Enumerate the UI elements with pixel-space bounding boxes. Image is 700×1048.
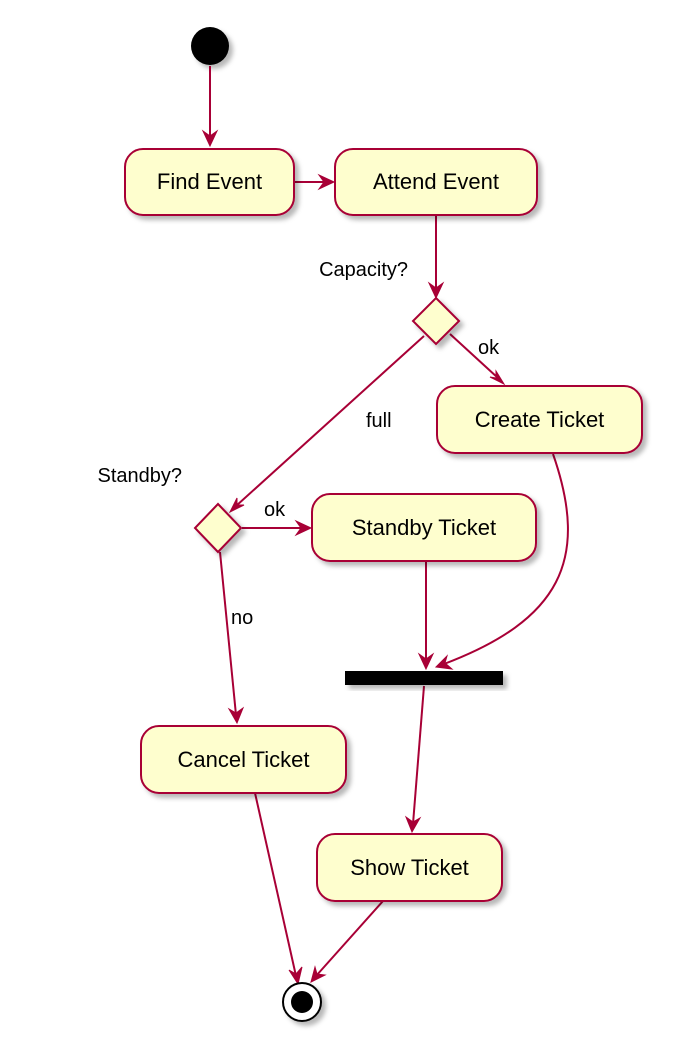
- capacity-ok-label: ok: [478, 337, 500, 359]
- standby-question: Standby?: [97, 465, 182, 487]
- standby-ok-label: ok: [264, 499, 286, 521]
- join-bar: [345, 671, 503, 685]
- standby-decision: [193, 502, 243, 554]
- end-node: [282, 982, 322, 1022]
- show-ticket-action: Show Ticket: [316, 833, 503, 902]
- standby-ticket-label: Standby Ticket: [352, 515, 496, 540]
- standby-ticket-action: Standby Ticket: [311, 493, 537, 562]
- attend-event-label: Attend Event: [373, 169, 499, 194]
- start-node: [191, 27, 229, 65]
- find-event-action: Find Event: [124, 148, 295, 216]
- show-ticket-label: Show Ticket: [350, 855, 469, 880]
- attend-event-action: Attend Event: [334, 148, 538, 216]
- create-ticket-action: Create Ticket: [436, 385, 643, 454]
- find-event-label: Find Event: [157, 169, 262, 194]
- standby-no-label: no: [231, 607, 253, 629]
- edges: [201, 66, 569, 986]
- create-ticket-label: Create Ticket: [475, 407, 605, 432]
- cancel-ticket-action: Cancel Ticket: [140, 725, 347, 794]
- capacity-decision: [411, 296, 461, 346]
- cancel-ticket-label: Cancel Ticket: [177, 747, 309, 772]
- capacity-question: Capacity?: [319, 259, 408, 281]
- capacity-full-label: full: [366, 410, 392, 432]
